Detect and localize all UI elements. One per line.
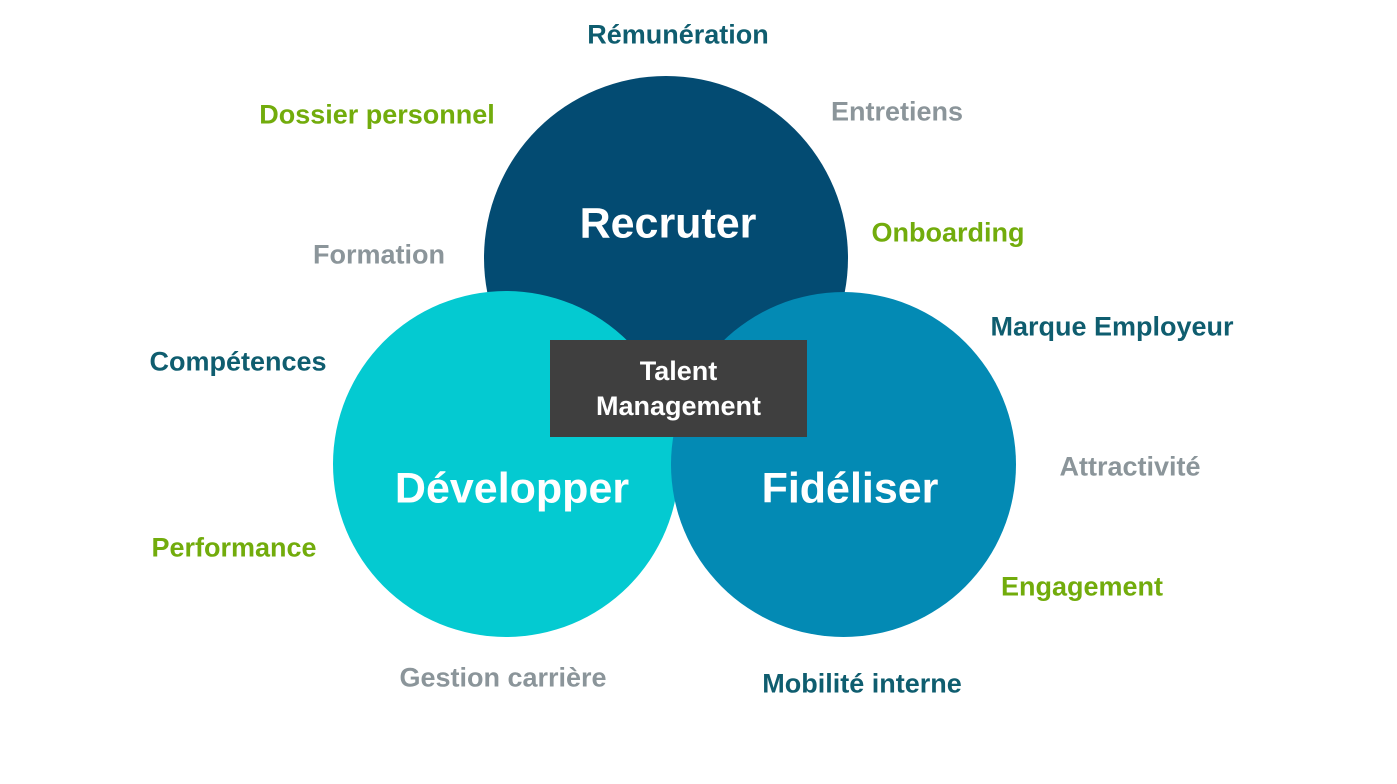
label-formation: Formation bbox=[313, 239, 445, 270]
center-title-line2: Management bbox=[595, 390, 762, 421]
fideliser-circle-label: Fidéliser bbox=[761, 464, 939, 513]
label-remuneration: Rémunération bbox=[587, 19, 769, 50]
label-onboarding: Onboarding bbox=[871, 217, 1025, 248]
label-gestion-carriere: Gestion carrière bbox=[399, 662, 607, 693]
label-attractivite: Attractivité bbox=[1059, 451, 1201, 482]
recruter-circle-label: Recruter bbox=[579, 199, 757, 248]
label-mobilite-interne: Mobilité interne bbox=[762, 668, 962, 699]
label-engagement: Engagement bbox=[1000, 571, 1164, 602]
label-dossier-personnel: Dossier personnel bbox=[259, 99, 495, 130]
label-performance: Performance bbox=[151, 532, 317, 563]
label-entretiens: Entretiens bbox=[830, 96, 964, 127]
label-marque-employeur: Marque Employeur bbox=[990, 311, 1234, 342]
label-competences: Compétences bbox=[149, 346, 327, 377]
center-title-line1: Talent bbox=[639, 355, 718, 386]
center-title-box: Talent Management bbox=[550, 340, 807, 437]
developper-circle-label: Développer bbox=[394, 464, 630, 513]
